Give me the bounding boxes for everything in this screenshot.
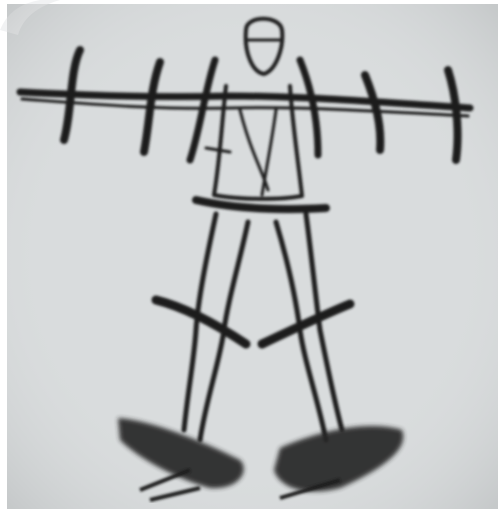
vignette: [7, 4, 498, 509]
